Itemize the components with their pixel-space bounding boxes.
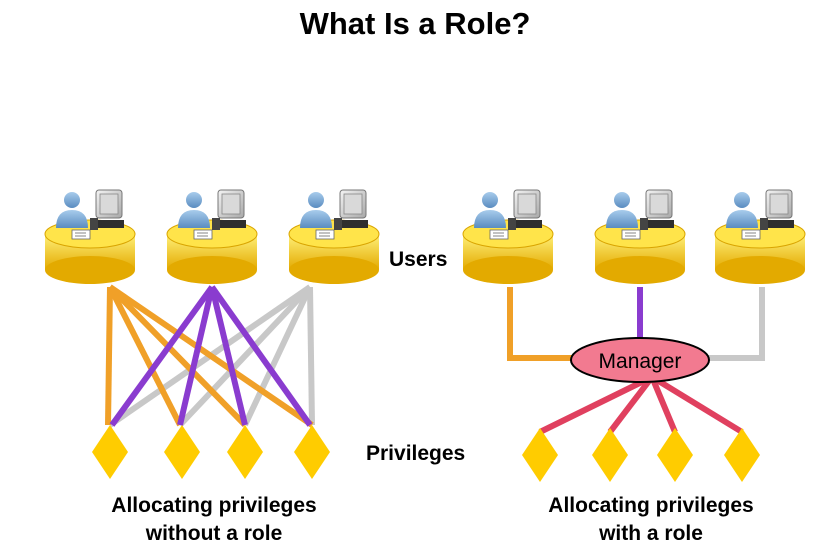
line-orange-u1-p3 [107, 284, 248, 428]
user-workstation-icon [714, 189, 806, 285]
user-workstation-icon [44, 189, 136, 285]
privilege-diamond-icon [657, 428, 693, 482]
line-pink-role-p5 [538, 374, 654, 435]
role-label: Manager [599, 350, 682, 373]
user-workstation-icon [288, 189, 380, 285]
line-purple-u2-p4 [209, 285, 313, 427]
caption-right-line2: with a role [599, 522, 703, 545]
privilege-diamond-icon [294, 425, 330, 479]
caption-left-line2: without a role [145, 522, 283, 545]
page-title: What Is a Role? [299, 6, 531, 41]
user-workstation-icon [166, 189, 258, 285]
line-gray-u3-p3 [242, 285, 313, 427]
right-connections [507, 287, 765, 435]
privilege-diamond-icon [92, 425, 128, 479]
line-orange-u4-role [507, 287, 572, 361]
line-pink-role-p8 [650, 374, 744, 435]
line-pink-role-p7 [649, 375, 678, 434]
privilege-diamond-icon [227, 425, 263, 479]
privilege-diamond-icon [592, 428, 628, 482]
line-purple-u2-p1 [109, 285, 215, 427]
user-workstation-icon [594, 189, 686, 285]
users-label: Users [389, 248, 448, 271]
privileges-label: Privileges [366, 442, 466, 465]
line-orange-u1-p4 [108, 284, 314, 428]
user-workstation-icon [462, 189, 554, 285]
line-gray-u6-role [708, 287, 765, 361]
line-gray-u3-p2 [177, 284, 313, 428]
line-pink-role-p6 [607, 375, 655, 434]
caption-right: Allocating privileges with a role [520, 492, 782, 548]
privilege-diamond-icon [164, 425, 200, 479]
caption-left: Allocating privileges without a role [84, 492, 344, 548]
caption-right-line1: Allocating privileges [548, 494, 754, 517]
line-gray-u3-p4 [307, 286, 315, 426]
caption-left-line1: Allocating privileges [111, 494, 317, 517]
line-orange-u1-p2 [107, 285, 183, 427]
privilege-diamond-icon [522, 428, 558, 482]
privilege-diamond-icon [724, 428, 760, 482]
left-connections [105, 284, 315, 428]
line-purple-u2-p3 [209, 286, 248, 426]
line-purple-u2-p2 [177, 286, 215, 426]
role-node: Manager [570, 337, 710, 383]
line-orange-u1-p1 [105, 286, 113, 426]
